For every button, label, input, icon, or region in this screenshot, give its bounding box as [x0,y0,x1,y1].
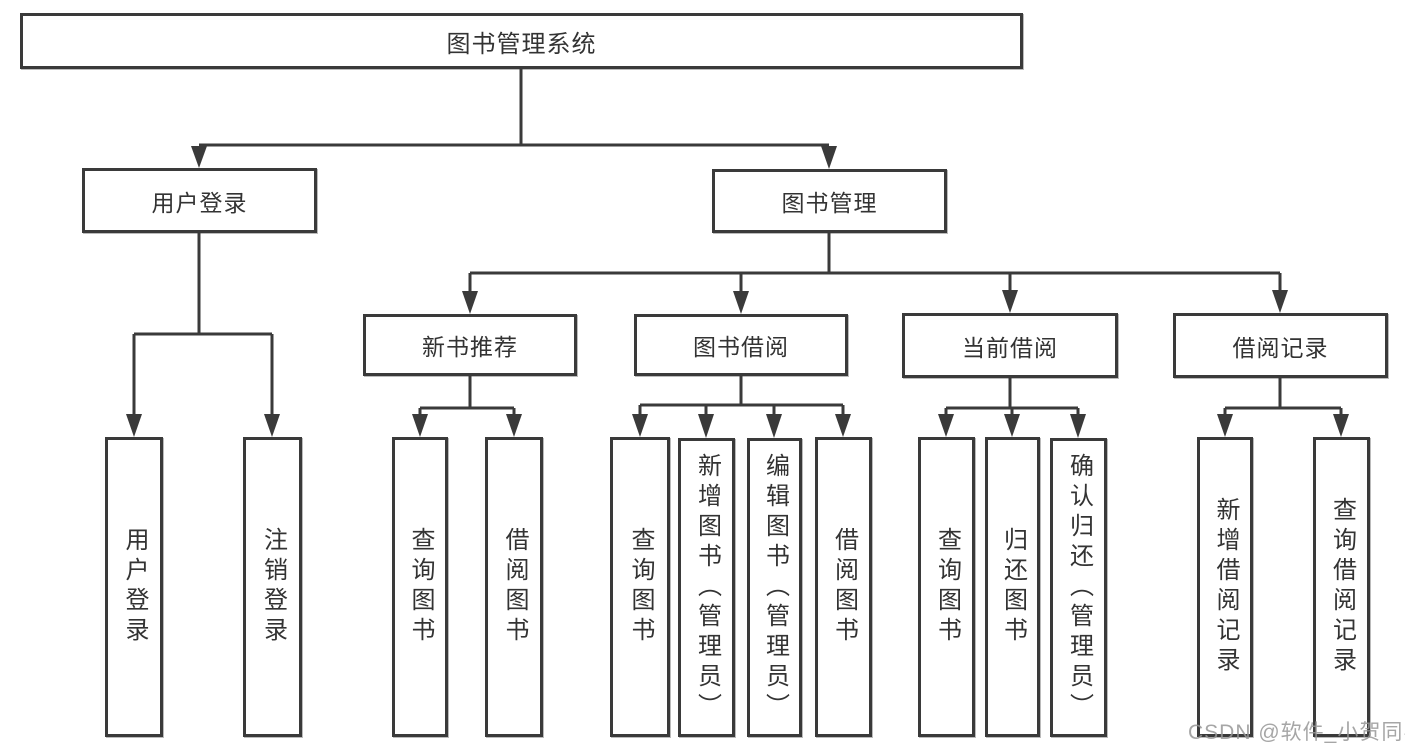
leaf-user-login-label: 用户登录 [121,527,148,647]
leaf-query-books-borrow: 查询图书 [610,437,670,737]
leaf-borrow-books-borrow: 借阅图书 [815,437,872,737]
leaf-query-books-newbooks: 查询图书 [392,437,448,737]
node-book-management-label: 图书管理 [781,190,878,216]
node-root-label: 图书管理系统 [446,30,597,58]
connector-current-borrow-to-leaves [938,378,1086,438]
node-current-borrow: 当前借阅 [902,313,1118,378]
leaf-borrow-books-newbooks-label: 借阅图书 [501,527,528,647]
connector-root-to-level1 [191,69,837,169]
leaf-confirm-return-admin: 确认归还（管理员） [1050,438,1107,737]
node-user-login: 用户登录 [82,168,317,233]
leaf-query-books-current-label: 查询图书 [933,527,961,647]
leaf-return-book-label: 归还图书 [999,527,1027,647]
leaf-borrow-books-borrow-label: 借阅图书 [830,527,858,647]
leaf-logout: 注销登录 [243,437,302,737]
node-new-book-recommend-label: 新书推荐 [422,334,518,360]
leaf-add-borrow-record-label: 新增借阅记录 [1212,497,1239,677]
connector-new-books-to-leaves [412,376,522,437]
node-user-login-label: 用户登录 [151,189,248,216]
leaf-edit-book-admin: 编辑图书（管理员） [747,438,802,737]
node-new-book-recommend: 新书推荐 [363,314,577,376]
leaf-confirm-return-admin-label: 确认归还（管理员） [1065,452,1093,723]
leaf-query-books-current: 查询图书 [918,437,975,737]
connector-book-borrow-to-leaves [632,376,851,438]
watermark: CSDN @软件_小贺同学 [1188,721,1405,744]
connector-book-mgmt-to-level2 [462,233,1288,314]
leaf-borrow-books-newbooks: 借阅图书 [485,437,543,737]
leaf-query-books-borrow-label: 查询图书 [627,527,654,647]
connector-borrow-records-to-leaves [1217,378,1349,437]
leaf-add-borrow-record: 新增借阅记录 [1197,437,1253,737]
node-book-borrow-label: 图书借阅 [693,334,789,360]
leaf-query-borrow-record: 查询借阅记录 [1313,437,1370,737]
node-root: 图书管理系统 [20,13,1023,69]
connector-user-login-to-leaves [126,233,280,437]
node-book-borrow: 图书借阅 [634,314,848,376]
node-borrow-records: 借阅记录 [1173,313,1388,378]
leaf-edit-book-admin-label: 编辑图书（管理员） [761,452,789,723]
leaf-add-book-admin-label: 新增图书（管理员） [693,452,721,723]
leaf-query-books-newbooks-label: 查询图书 [407,527,434,647]
node-borrow-records-label: 借阅记录 [1232,334,1329,361]
leaf-return-book: 归还图书 [985,437,1040,737]
node-book-management: 图书管理 [712,169,947,233]
leaf-logout-label: 注销登录 [259,527,287,647]
node-current-borrow-label: 当前借阅 [962,334,1058,361]
leaf-query-borrow-record-label: 查询借阅记录 [1328,497,1356,677]
leaf-add-book-admin: 新增图书（管理员） [678,438,735,737]
leaf-user-login: 用户登录 [105,437,163,737]
